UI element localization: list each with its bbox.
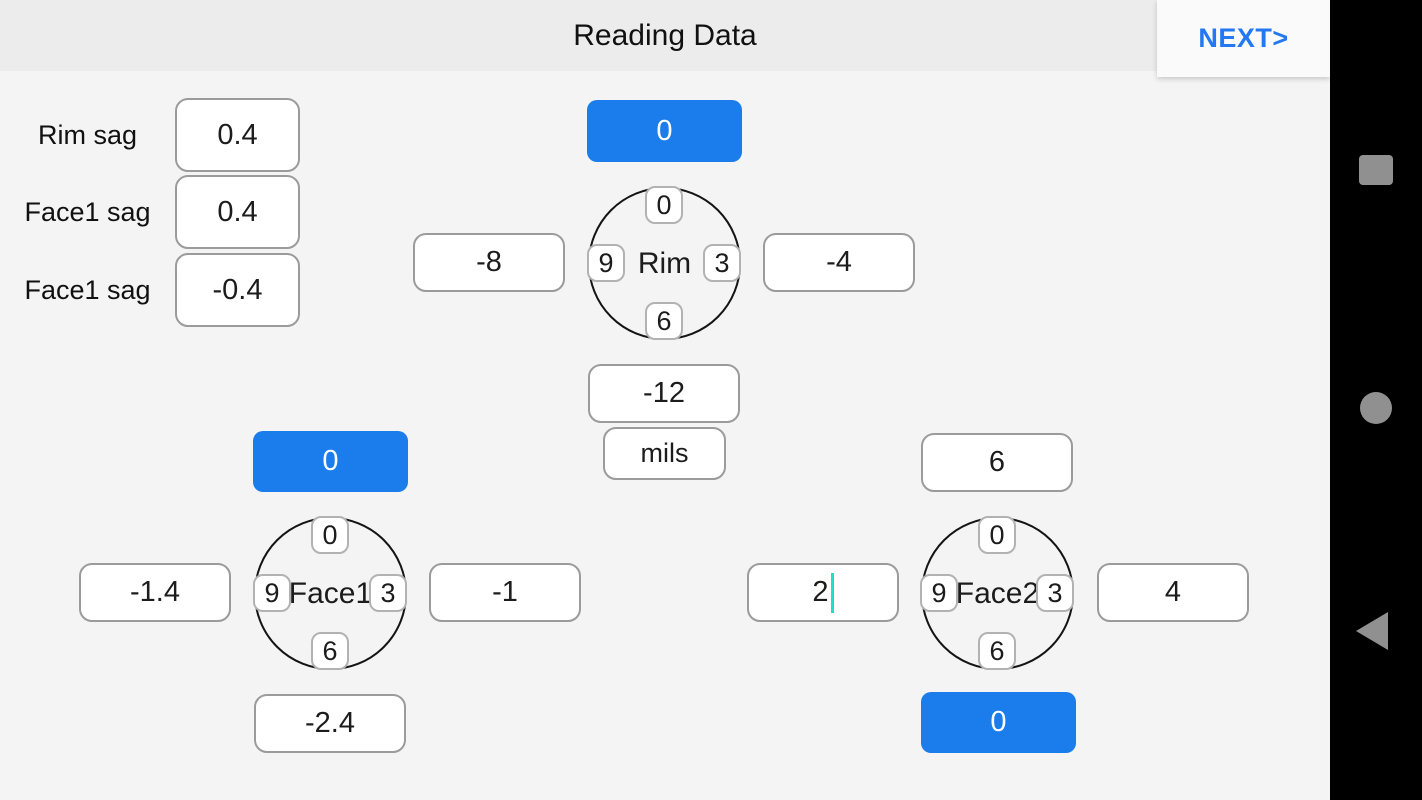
- face2-dial-label: Face2: [955, 576, 1040, 610]
- face1-9-input[interactable]: -1.4: [79, 563, 231, 622]
- rim-sag-label: Rim sag: [37, 119, 138, 150]
- rim-6-input[interactable]: -12: [588, 364, 740, 423]
- rim-sag-input[interactable]: 0.4: [175, 98, 300, 172]
- face1-pos-3-chip[interactable]: 3: [369, 574, 407, 612]
- android-nav-bar: [1330, 0, 1422, 800]
- rim-dial-label: Rim: [637, 246, 692, 280]
- rim-pos-9-chip[interactable]: 9: [587, 244, 625, 282]
- face2-pos-0-chip[interactable]: 0: [978, 516, 1016, 554]
- rim-pos-3-chip[interactable]: 3: [703, 244, 741, 282]
- face2-6-button[interactable]: 0: [921, 692, 1076, 753]
- rim-9-input[interactable]: -8: [413, 233, 565, 292]
- face1-sag-label: Face1 sag: [24, 196, 151, 227]
- rim-0-button[interactable]: 0: [587, 100, 742, 162]
- face1-pos-0-chip[interactable]: 0: [311, 516, 349, 554]
- face1-sag-input[interactable]: 0.4: [175, 175, 300, 249]
- home-icon[interactable]: [1360, 392, 1392, 424]
- face2-pos-9-chip[interactable]: 9: [920, 574, 958, 612]
- face2-pos-6-chip[interactable]: 6: [978, 632, 1016, 670]
- next-button[interactable]: NEXT>: [1157, 0, 1330, 77]
- face1-6-input[interactable]: -2.4: [254, 694, 406, 753]
- face1-3-input[interactable]: -1: [429, 563, 581, 622]
- face2-3-input[interactable]: 4: [1097, 563, 1249, 622]
- face2-9-input[interactable]: 2: [747, 563, 899, 622]
- face1-pos-9-chip[interactable]: 9: [253, 574, 291, 612]
- face2-9-value: 2: [812, 576, 829, 608]
- units-button[interactable]: mils: [603, 427, 726, 480]
- face1-0-button[interactable]: 0: [253, 431, 408, 492]
- rim-pos-0-chip[interactable]: 0: [645, 186, 683, 224]
- page-title: Reading Data: [573, 19, 757, 52]
- face2-sag-label: Face1 sag: [24, 274, 151, 305]
- face1-dial-label: Face1: [288, 576, 373, 610]
- rim-3-input[interactable]: -4: [763, 233, 915, 292]
- app-bar: Reading Data: [0, 0, 1330, 71]
- text-cursor: [830, 572, 834, 613]
- back-icon[interactable]: [1356, 612, 1388, 650]
- rim-pos-6-chip[interactable]: 6: [645, 302, 683, 340]
- face2-sag-input[interactable]: -0.4: [175, 253, 300, 327]
- recents-icon[interactable]: [1359, 155, 1393, 185]
- face2-0-input[interactable]: 6: [921, 433, 1073, 492]
- face1-pos-6-chip[interactable]: 6: [311, 632, 349, 670]
- face2-pos-3-chip[interactable]: 3: [1036, 574, 1074, 612]
